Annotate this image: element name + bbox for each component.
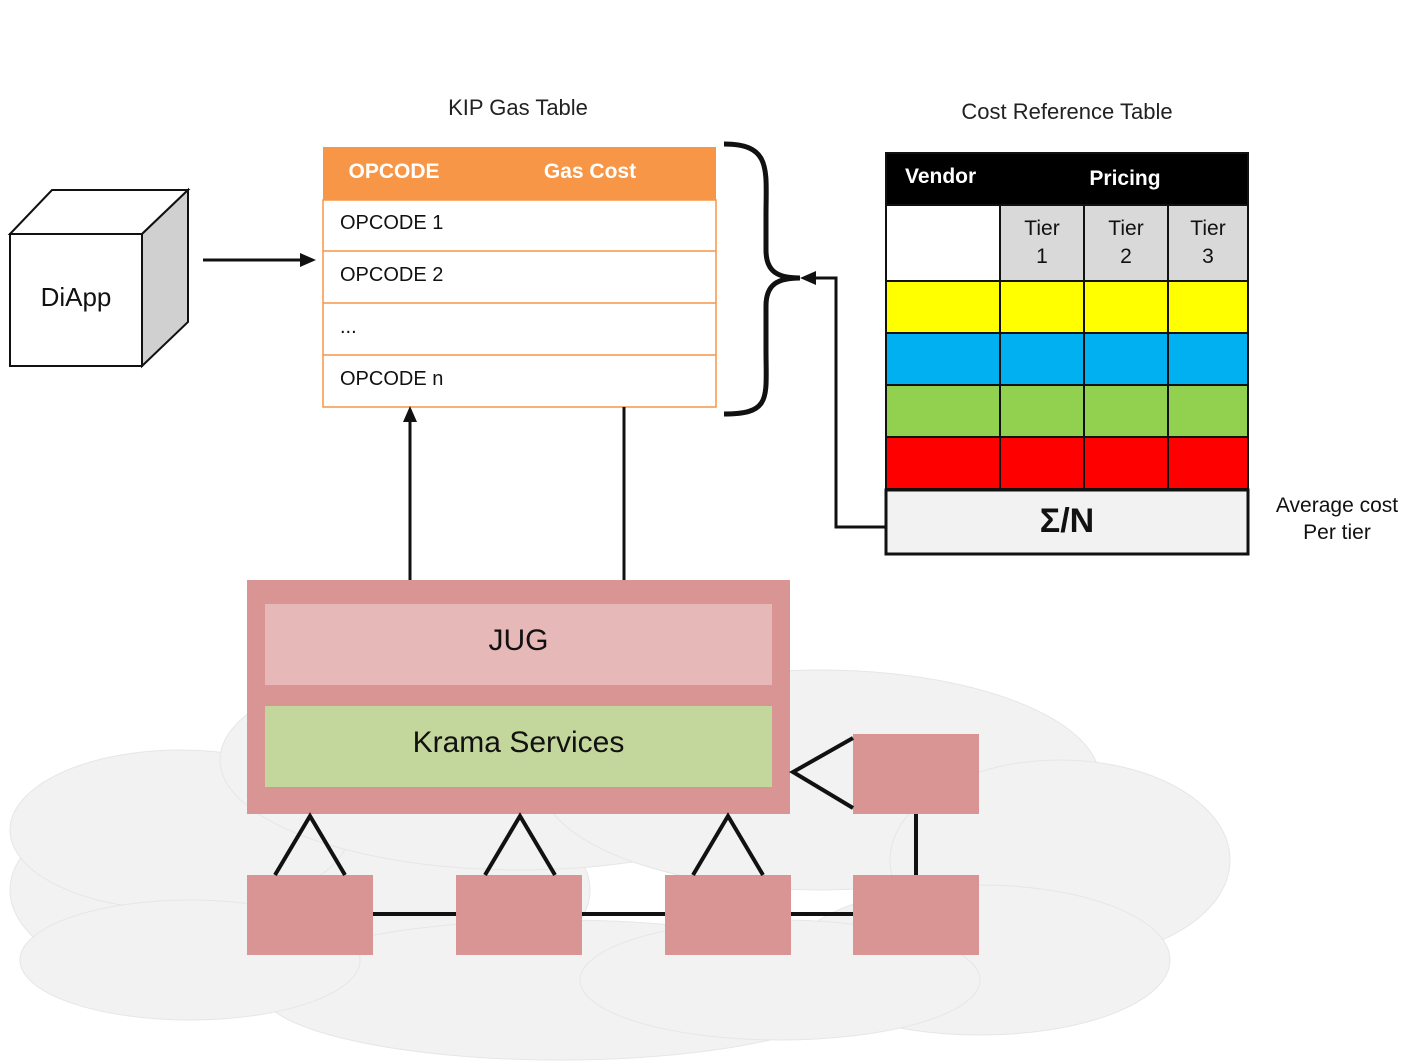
aggregate-cell	[884, 488, 1250, 556]
tier-header-2: Tier 2	[1108, 217, 1144, 268]
peer-node	[665, 875, 791, 955]
gas-table-title: KIP Gas Table	[448, 95, 588, 120]
jug-label: JUG	[488, 624, 549, 657]
tier-header-3: Tier 3	[1190, 217, 1226, 268]
gas-table	[322, 147, 717, 408]
aggregate-symbol: Σ/N	[1039, 502, 1095, 540]
services-label: Krama Services	[412, 726, 625, 759]
peer-node	[247, 875, 373, 955]
cost-table-cell	[999, 280, 1085, 334]
cost-table-cell	[1083, 384, 1169, 438]
cost-table-cell	[1167, 384, 1249, 438]
cost-table-header-pricing: Pricing	[1089, 167, 1161, 190]
peer-connections	[273, 736, 918, 916]
cost-table-cell	[1167, 436, 1249, 490]
cost-table-cell	[1083, 436, 1169, 490]
gas-table-row: OPCODE n	[340, 368, 444, 390]
cost-table-header-vendor: Vendor	[905, 165, 977, 188]
services-box	[265, 706, 772, 787]
peer-node	[853, 875, 979, 955]
gas-table-row: ...	[340, 316, 357, 338]
cost-table	[885, 152, 1249, 282]
cost-table-cell	[999, 436, 1085, 490]
cost-table-cell	[1083, 332, 1169, 386]
gas-table-row: OPCODE 1	[340, 212, 444, 234]
peer-node	[853, 734, 979, 814]
diapp-label: DiApp	[40, 282, 112, 312]
cost-table-cell	[885, 280, 1001, 334]
gas-table-row: OPCODE 2	[340, 264, 444, 286]
cost-table-cell	[885, 384, 1001, 438]
cost-table-title: Cost Reference Table	[961, 99, 1173, 124]
peer-node	[456, 875, 582, 955]
aggregate-note: Average cost Per tier	[1275, 494, 1399, 544]
cost-table-cell	[999, 384, 1085, 438]
aggregate-to-brace-arrow	[800, 271, 886, 529]
cost-table-cell	[1167, 332, 1249, 386]
cost-table-cell	[999, 332, 1085, 386]
node-to-gas-table-arrow	[403, 406, 417, 603]
cost-table-cell	[885, 332, 1001, 386]
cost-table-rows	[885, 280, 1249, 490]
grouping-brace	[723, 141, 801, 417]
gas-table-header-opcode: OPCODE	[348, 160, 440, 183]
gas-table-to-node-arrow	[617, 407, 631, 604]
diapp-cube	[7, 187, 191, 369]
cost-table-cell	[1083, 280, 1169, 334]
cost-table-cell	[885, 436, 1001, 490]
cost-table-cell	[1167, 280, 1249, 334]
diapp-to-gas-table-arrow	[203, 253, 316, 267]
tier-header-1: Tier 1	[1024, 217, 1060, 268]
gas-table-header-gas-cost: Gas Cost	[543, 160, 637, 183]
jug-box	[265, 604, 772, 685]
